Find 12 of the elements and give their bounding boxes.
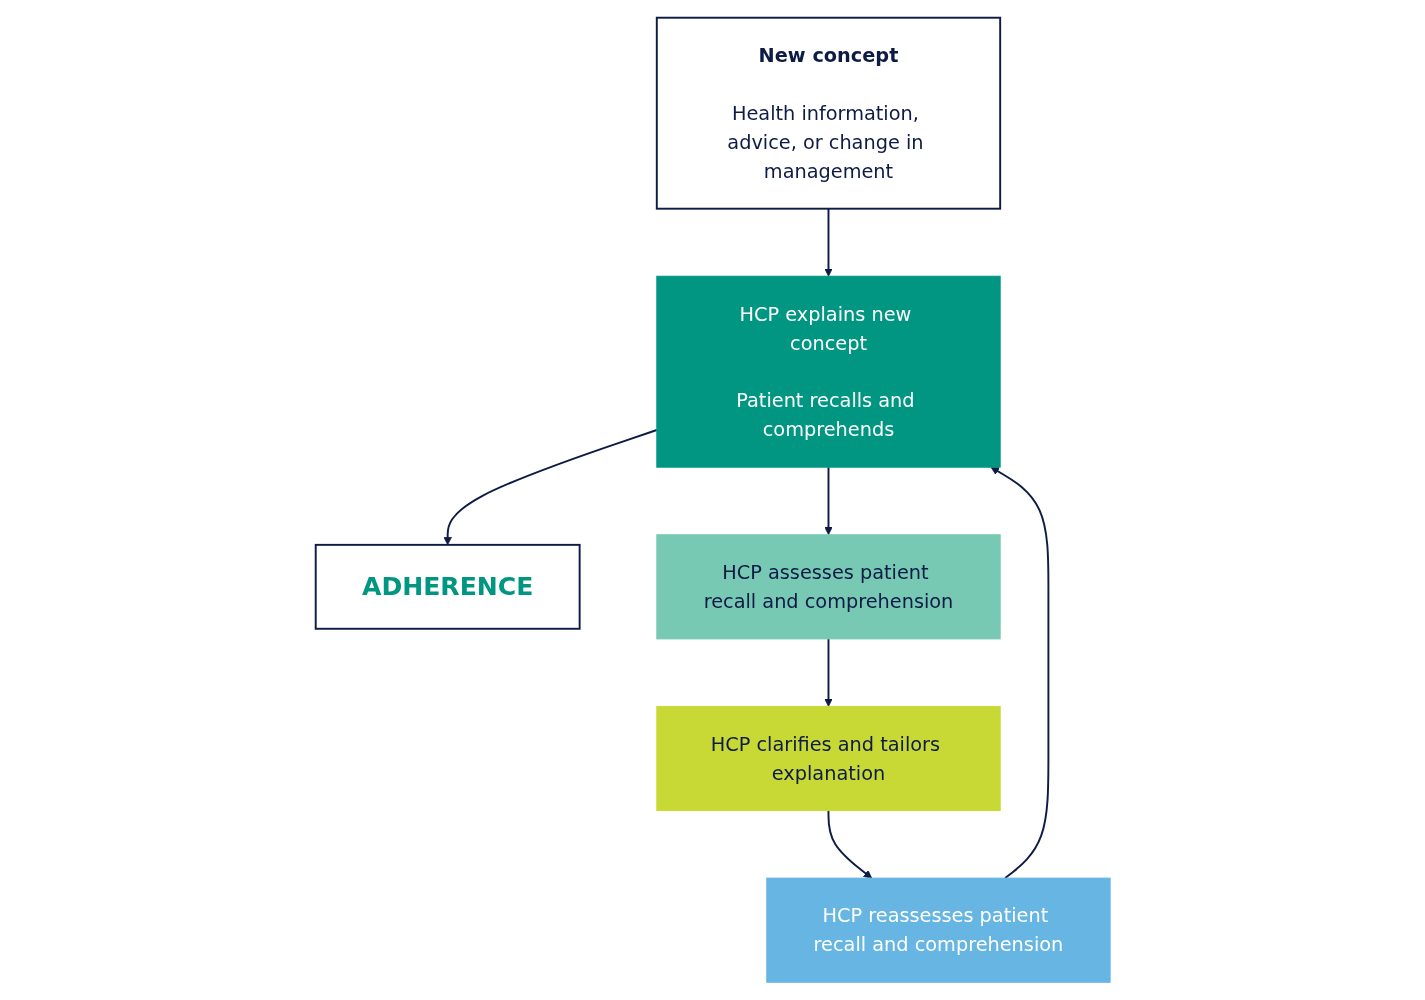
node-box: New concept Health information, advice, or change in management: [655, 16, 1001, 210]
arrow: [990, 466, 1049, 880]
arrow: [823, 637, 833, 707]
node-box: HCP reassesses patient recall and comprehension: [765, 877, 1111, 983]
arrow: [823, 466, 833, 536]
arrow: [827, 809, 872, 879]
node-box: HCP clarifies and tailors explanation: [655, 705, 1001, 812]
arrow: [823, 207, 833, 277]
node-box: HCP assesses patient recall and comprehension: [655, 534, 1001, 640]
arrow: [443, 429, 658, 546]
node-box: HCP explains new concept Patient recalls and comprehends: [655, 275, 1001, 468]
node-box: ADHERENCE: [314, 543, 581, 630]
